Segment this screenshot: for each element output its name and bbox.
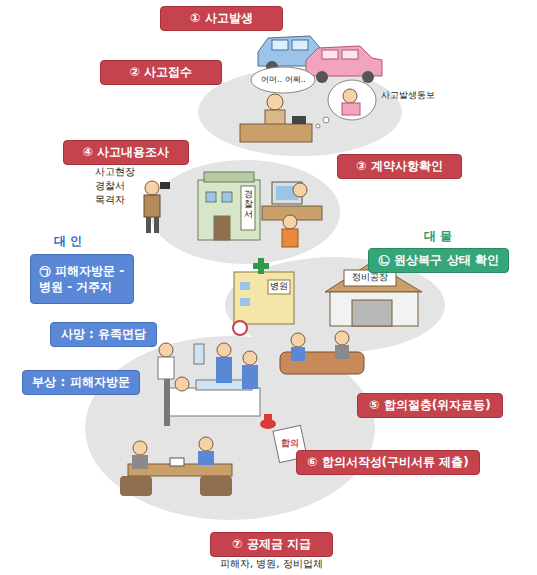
case-box: 사망 : 유족면담	[50, 322, 157, 347]
step-box: ① 사고발생	[160, 6, 283, 31]
reception-desk	[240, 67, 376, 142]
note-text: 경찰서	[95, 180, 125, 192]
box-text: ② 사고접수	[130, 64, 192, 81]
step-box: ⑤ 합의절충(위자료등)	[357, 393, 503, 418]
negotiation-scene	[280, 331, 364, 374]
box-text: ⑤ 합의절충(위자료등)	[369, 397, 490, 414]
note-text: 피해자, 병원, 정비업체	[220, 558, 323, 570]
speech-bubble-text: 어머.. 어쩌..	[261, 75, 306, 85]
hospital	[233, 258, 294, 335]
box-text: ⑥ 합의서작성(구비서류 제출)	[307, 454, 468, 471]
box-text: 부상 : 피해자방문	[32, 374, 129, 391]
step-box: ⑦ 공제금 지급	[210, 532, 333, 557]
note-text: 사고현장	[95, 166, 135, 178]
box-text: ㉡ 원상복구 상태 확인	[378, 252, 499, 269]
ground-ellipse	[198, 68, 402, 156]
step-box: ② 사고접수	[100, 60, 222, 85]
step-box: ③ 계약사항확인	[337, 154, 462, 179]
group-heading: 대 물	[424, 229, 452, 243]
group-heading: 대 인	[54, 234, 82, 248]
agreement-table	[120, 437, 232, 496]
sign-text: 병원	[270, 281, 288, 292]
box-text: ㉠ 피해자방문 - 병원 - 거주지	[39, 263, 125, 295]
note-text: 사고발생통보	[381, 90, 435, 101]
box-text: ③ 계약사항확인	[356, 158, 442, 175]
police-station	[198, 172, 260, 240]
contract-check-desk	[262, 182, 322, 247]
sign-text: 경찰서	[244, 190, 253, 220]
step-box: ④ 사고내용조사	[63, 140, 189, 165]
box-text: ① 사고발생	[190, 10, 252, 27]
sub-step-box: ㉡ 원상복구 상태 확인	[368, 248, 509, 273]
note-text: 목격자	[95, 194, 125, 206]
investigator	[144, 181, 170, 233]
case-box: 부상 : 피해자방문	[22, 370, 140, 395]
paper-text: 합의	[281, 438, 299, 449]
box-text: 사망 : 유족면담	[61, 326, 146, 343]
step-box: ⑥ 합의서작성(구비서류 제출)	[296, 450, 480, 475]
ground-ellipse	[85, 336, 375, 520]
sub-step-box: ㉠ 피해자방문 - 병원 - 거주지	[30, 254, 134, 304]
hospital-room	[158, 343, 260, 426]
box-text: ④ 사고내용조사	[83, 144, 169, 161]
ground-ellipse	[150, 160, 340, 264]
box-text: ⑦ 공제금 지급	[232, 536, 311, 553]
sign-text: 정비공장	[352, 272, 388, 283]
